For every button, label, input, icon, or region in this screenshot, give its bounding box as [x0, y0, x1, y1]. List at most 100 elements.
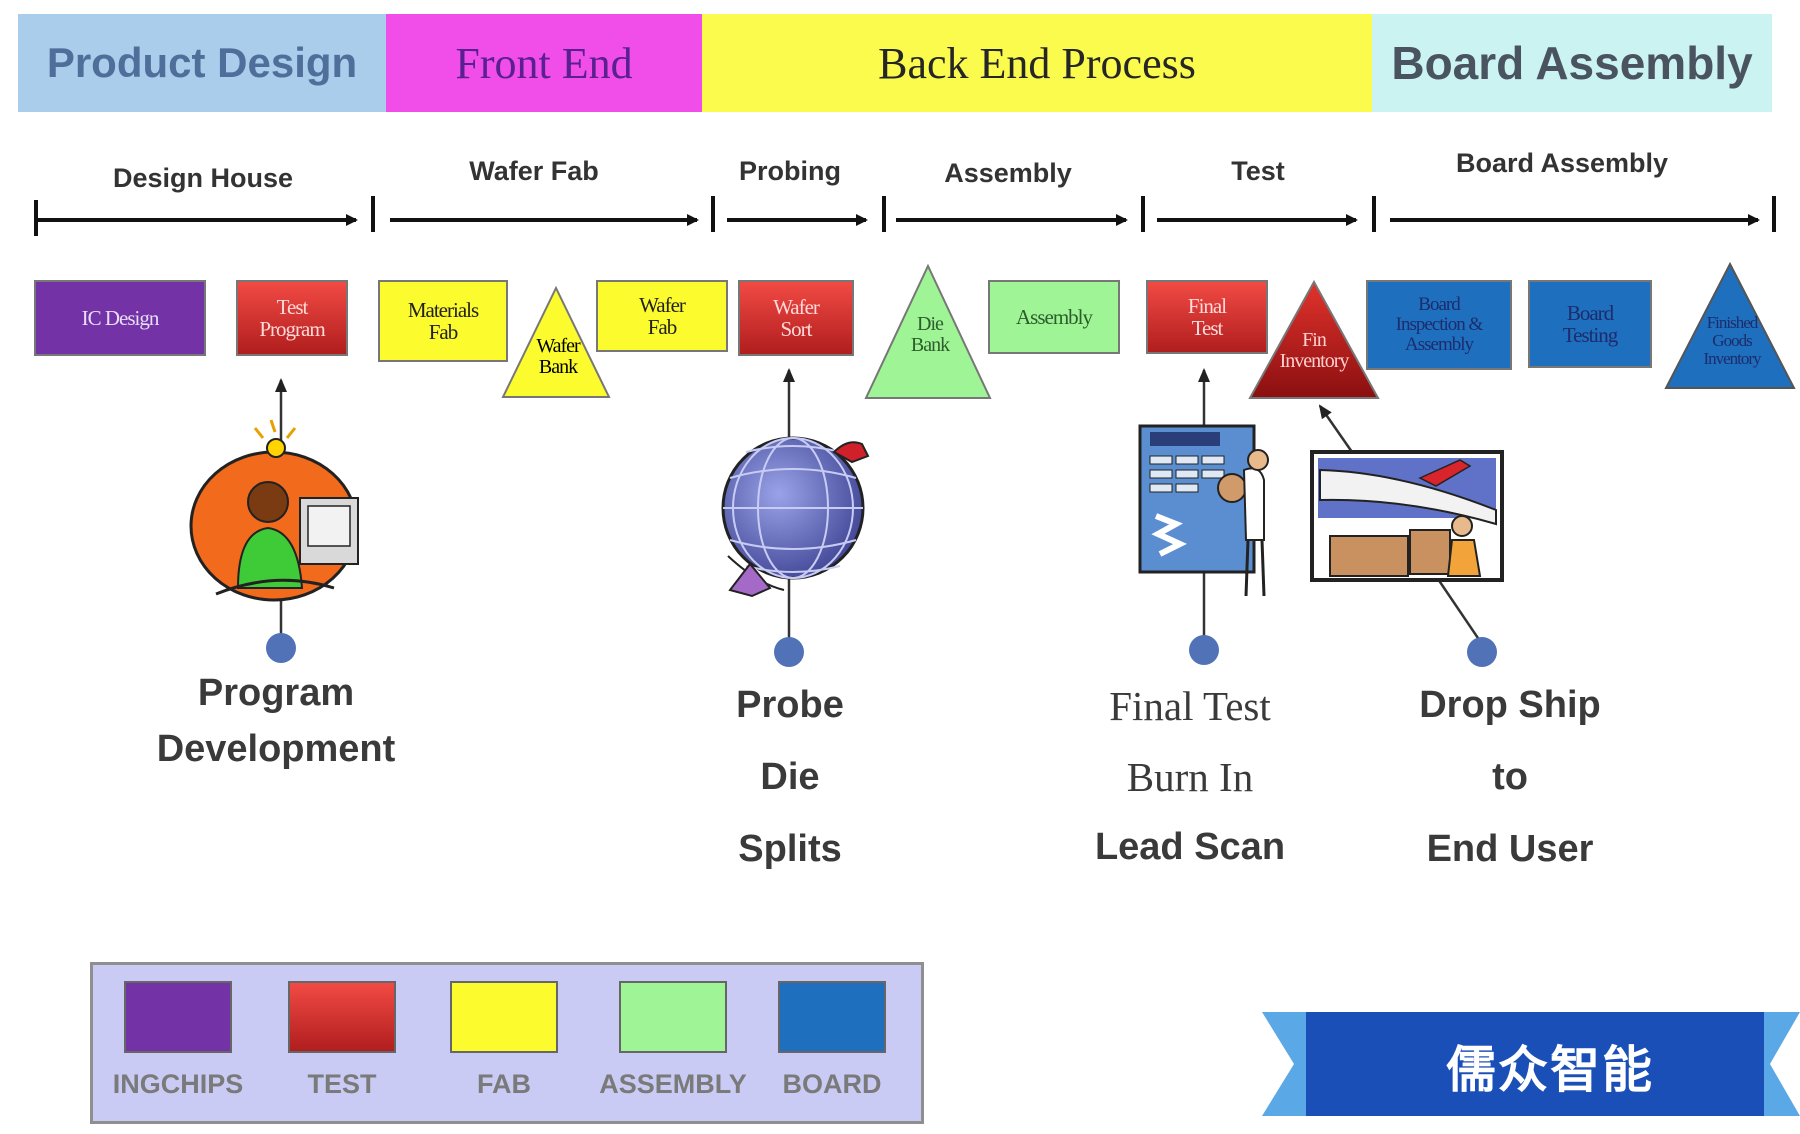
legend-label: BOARD [782, 1069, 882, 1099]
phase-label: Board Assembly [1391, 37, 1753, 89]
info-line: Die [760, 756, 820, 798]
info-probe-die-splits: Probe Die Splits [680, 686, 900, 868]
legend-item-assembly: ASSEMBLY [593, 981, 753, 1100]
programmer-illustration [189, 419, 359, 602]
box-label: Board [1566, 300, 1614, 325]
box-label: Assembly [1405, 333, 1474, 355]
box-label: Fin [1302, 329, 1327, 351]
node-dot [774, 637, 804, 667]
legend-item-ingchips: INGCHIPS [107, 981, 249, 1100]
box-label: Finished [1706, 313, 1759, 332]
info-line: Development [156, 728, 396, 770]
info-line: Splits [738, 828, 842, 870]
wafer-bank-triangle [501, 285, 611, 398]
legend-item-fab: FAB [433, 981, 575, 1100]
phase-front-end: Front End [386, 14, 702, 112]
box-label: Inspection & [1395, 314, 1484, 336]
box-label: Wafer [773, 294, 820, 319]
box-label: IC Design [81, 305, 160, 330]
info-line: Program [197, 672, 355, 714]
legend-label: ASSEMBLY [599, 1069, 747, 1099]
die-bank-triangle [864, 263, 992, 399]
probe-globe-illustration [721, 436, 870, 598]
stage-wafer-fab: Wafer Fab [469, 156, 599, 186]
timeline [34, 196, 1776, 236]
box-label: Board [1418, 294, 1460, 316]
box-label: Fab [428, 320, 459, 344]
box-ic-design: IC Design [34, 280, 206, 356]
fin-inventory-triangle [1248, 279, 1380, 399]
box-label: Goods [1712, 330, 1752, 350]
info-drop-ship: Drop Ship to End User [1380, 686, 1640, 868]
info-final-test: Final Test Burn In Lead Scan [1070, 683, 1310, 868]
box-label: Test [276, 294, 309, 319]
box-label: Bank [910, 334, 950, 356]
info-line: Burn In [1126, 754, 1254, 800]
box-label: Sort [780, 317, 812, 341]
brand-banner-front [1306, 1012, 1764, 1116]
info-program-development: Program Development [126, 674, 426, 768]
legend: INGCHIPS TEST FAB ASSEMBLY BOARD [90, 962, 924, 1124]
legend-label: INGCHIPS [112, 1069, 244, 1099]
legend-swatch [619, 981, 727, 1053]
info-line: to [1492, 756, 1528, 798]
finished-goods-triangle [1664, 261, 1796, 389]
info-line: Final Test [1109, 683, 1271, 729]
box-label: Bank [538, 356, 578, 378]
box-label: Materials [407, 297, 479, 322]
legend-swatch [450, 981, 558, 1053]
box-label: Final [1187, 293, 1227, 318]
box-label: Fab [647, 315, 677, 339]
box-label: Wafer [536, 335, 580, 357]
info-line: Drop Ship [1419, 684, 1601, 726]
legend-swatch [124, 981, 232, 1053]
box-assembly: Assembly [988, 280, 1120, 354]
phase-board-assembly: Board Assembly [1372, 14, 1772, 112]
info-line: Lead Scan [1094, 826, 1286, 868]
stage-board-assembly: Board Assembly [1455, 148, 1669, 178]
legend-item-test: TEST [271, 981, 413, 1100]
node-dot [1189, 635, 1219, 665]
node-dot [266, 633, 296, 663]
info-line: Probe [736, 684, 844, 726]
stage-test: Test [1231, 156, 1285, 186]
phase-label: Product Design [46, 39, 358, 86]
tester-illustration [1138, 424, 1269, 597]
brand-logo-text: 儒众智能 [1446, 1041, 1654, 1099]
node-dot [1467, 637, 1497, 667]
connector-drop-arrow [1318, 404, 1354, 453]
phase-label: Front End [455, 38, 633, 88]
legend-item-board: BOARD [761, 981, 903, 1100]
stage-design-house: Design House [112, 163, 294, 193]
phase-product-design: Product Design [18, 14, 386, 112]
legend-label: TEST [307, 1069, 377, 1099]
box-label: Assembly [1016, 304, 1093, 329]
legend-label: FAB [477, 1069, 531, 1099]
stage-assembly: Assembly [944, 158, 1072, 188]
phase-back-end-process: Back End Process [702, 14, 1372, 112]
legend-swatch [778, 981, 886, 1053]
box-label: Program [259, 317, 325, 341]
box-label: Inventory [1703, 348, 1761, 368]
phase-label: Back End Process [878, 38, 1196, 88]
box-label: Inventory [1279, 350, 1350, 372]
box-label: Wafer [639, 292, 686, 317]
box-label: Testing [1562, 323, 1619, 347]
box-label: Test [1191, 316, 1224, 340]
info-line: End User [1426, 828, 1594, 870]
shipping-illustration [1310, 450, 1504, 582]
box-label: Die [917, 313, 944, 335]
legend-swatch [288, 981, 396, 1053]
